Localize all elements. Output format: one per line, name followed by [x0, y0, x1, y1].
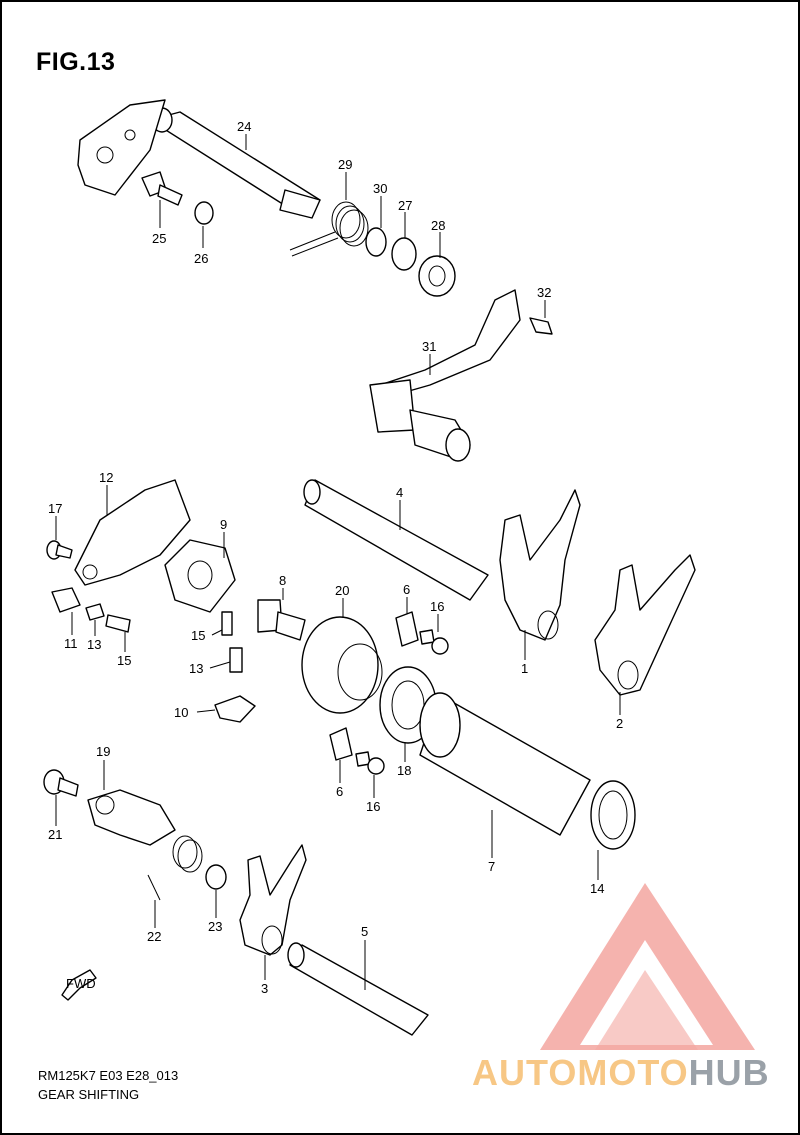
- part-washer-27[interactable]: [391, 237, 417, 271]
- part-spring-15b[interactable]: [221, 611, 233, 636]
- watermark-text-part1: AUTOMOTO: [472, 1052, 689, 1093]
- part-pawl-11[interactable]: [51, 587, 81, 613]
- part-screw-16a[interactable]: [419, 629, 449, 655]
- callout-9: 9: [220, 517, 227, 532]
- callout-10: 10: [174, 705, 188, 720]
- callout-6-upper: 6: [403, 582, 410, 597]
- part-screw-16b[interactable]: [355, 751, 385, 775]
- callout-7: 7: [488, 859, 495, 874]
- part-needle-bearing-14[interactable]: [590, 780, 636, 850]
- watermark-logo: [540, 883, 755, 1050]
- part-gearshift-lever-31[interactable]: [369, 289, 521, 462]
- part-bolt-25[interactable]: [141, 171, 183, 206]
- callout-14: 14: [590, 881, 604, 896]
- part-bolt-32[interactable]: [529, 317, 553, 335]
- callout-13-left: 13: [87, 637, 101, 652]
- part-gear-shift-drum-7[interactable]: [419, 692, 591, 836]
- part-cam-driven-gear-9[interactable]: [164, 539, 236, 613]
- part-bolt-8[interactable]: [257, 599, 306, 641]
- part-cam-stopper-lever-19[interactable]: [87, 789, 176, 846]
- fwd-arrow-icon: [61, 969, 97, 1001]
- callout-6-lower: 6: [336, 784, 343, 799]
- callout-8: 8: [279, 573, 286, 588]
- callout-4: 4: [396, 485, 403, 500]
- part-stopper-spring-22[interactable]: [147, 835, 203, 901]
- part-shift-fork-shaft-5[interactable]: [287, 942, 429, 1036]
- part-pin-13b[interactable]: [229, 647, 243, 673]
- fwd-label: FWD: [66, 976, 96, 991]
- callout-29: 29: [338, 157, 352, 172]
- part-shift-fork-1[interactable]: [499, 489, 581, 641]
- part-bearing-retainer-6b[interactable]: [329, 727, 353, 761]
- part-guide-10[interactable]: [214, 695, 256, 723]
- callout-20: 20: [335, 583, 349, 598]
- part-pin-13a[interactable]: [85, 603, 105, 621]
- part-bearing-retainer-6a[interactable]: [395, 611, 419, 647]
- callout-31: 31: [422, 339, 436, 354]
- leader-lines: [55, 134, 621, 990]
- callout-19: 19: [96, 744, 110, 759]
- callout-24: 24: [237, 119, 251, 134]
- callout-27: 27: [398, 198, 412, 213]
- callout-32: 32: [537, 285, 551, 300]
- callout-21: 21: [48, 827, 62, 842]
- part-washer-23[interactable]: [205, 864, 227, 890]
- callout-15-mid: 15: [191, 628, 205, 643]
- diagram-caption: GEAR SHIFTING: [38, 1087, 140, 1102]
- callout-28: 28: [431, 218, 445, 233]
- callout-2: 2: [616, 716, 623, 731]
- part-gear-shift-cam-20[interactable]: [301, 616, 383, 714]
- callout-18: 18: [397, 763, 411, 778]
- watermark-text: AUTOMOTOHUB: [472, 1052, 770, 1094]
- callout-30: 30: [373, 181, 387, 196]
- callout-22: 22: [147, 929, 161, 944]
- callout-25: 25: [152, 231, 166, 246]
- callout-17: 17: [48, 501, 62, 516]
- diagram-code: RM125K7 E03 E28_013: [38, 1068, 179, 1083]
- part-spring-29[interactable]: [289, 201, 369, 257]
- callout-15-left: 15: [117, 653, 131, 668]
- figure-title: FIG.13: [36, 48, 116, 76]
- part-cam-stopper-plate-12[interactable]: [74, 479, 191, 586]
- callout-11: 11: [64, 636, 78, 651]
- callout-13-mid: 13: [189, 661, 203, 676]
- callout-5: 5: [361, 924, 368, 939]
- part-oil-seal-28[interactable]: [418, 255, 456, 297]
- callout-16-upper: 16: [430, 599, 444, 614]
- callout-26: 26: [194, 251, 208, 266]
- watermark-text-part2: HUB: [688, 1052, 770, 1093]
- part-gearshift-shaft[interactable]: [77, 99, 321, 219]
- callout-23: 23: [208, 919, 222, 934]
- part-screw-17[interactable]: [46, 540, 73, 560]
- part-shift-fork-3[interactable]: [239, 844, 307, 956]
- part-spring-15a[interactable]: [105, 614, 131, 633]
- callout-12: 12: [99, 470, 113, 485]
- part-washer-26[interactable]: [194, 201, 214, 225]
- callout-16-lower: 16: [366, 799, 380, 814]
- callout-3: 3: [261, 981, 268, 996]
- part-shift-fork-shaft-4[interactable]: [303, 479, 489, 601]
- callout-1: 1: [521, 661, 528, 676]
- part-shift-fork-2[interactable]: [594, 554, 696, 696]
- part-bolt-21[interactable]: [43, 769, 79, 797]
- part-circlip-30[interactable]: [365, 227, 387, 257]
